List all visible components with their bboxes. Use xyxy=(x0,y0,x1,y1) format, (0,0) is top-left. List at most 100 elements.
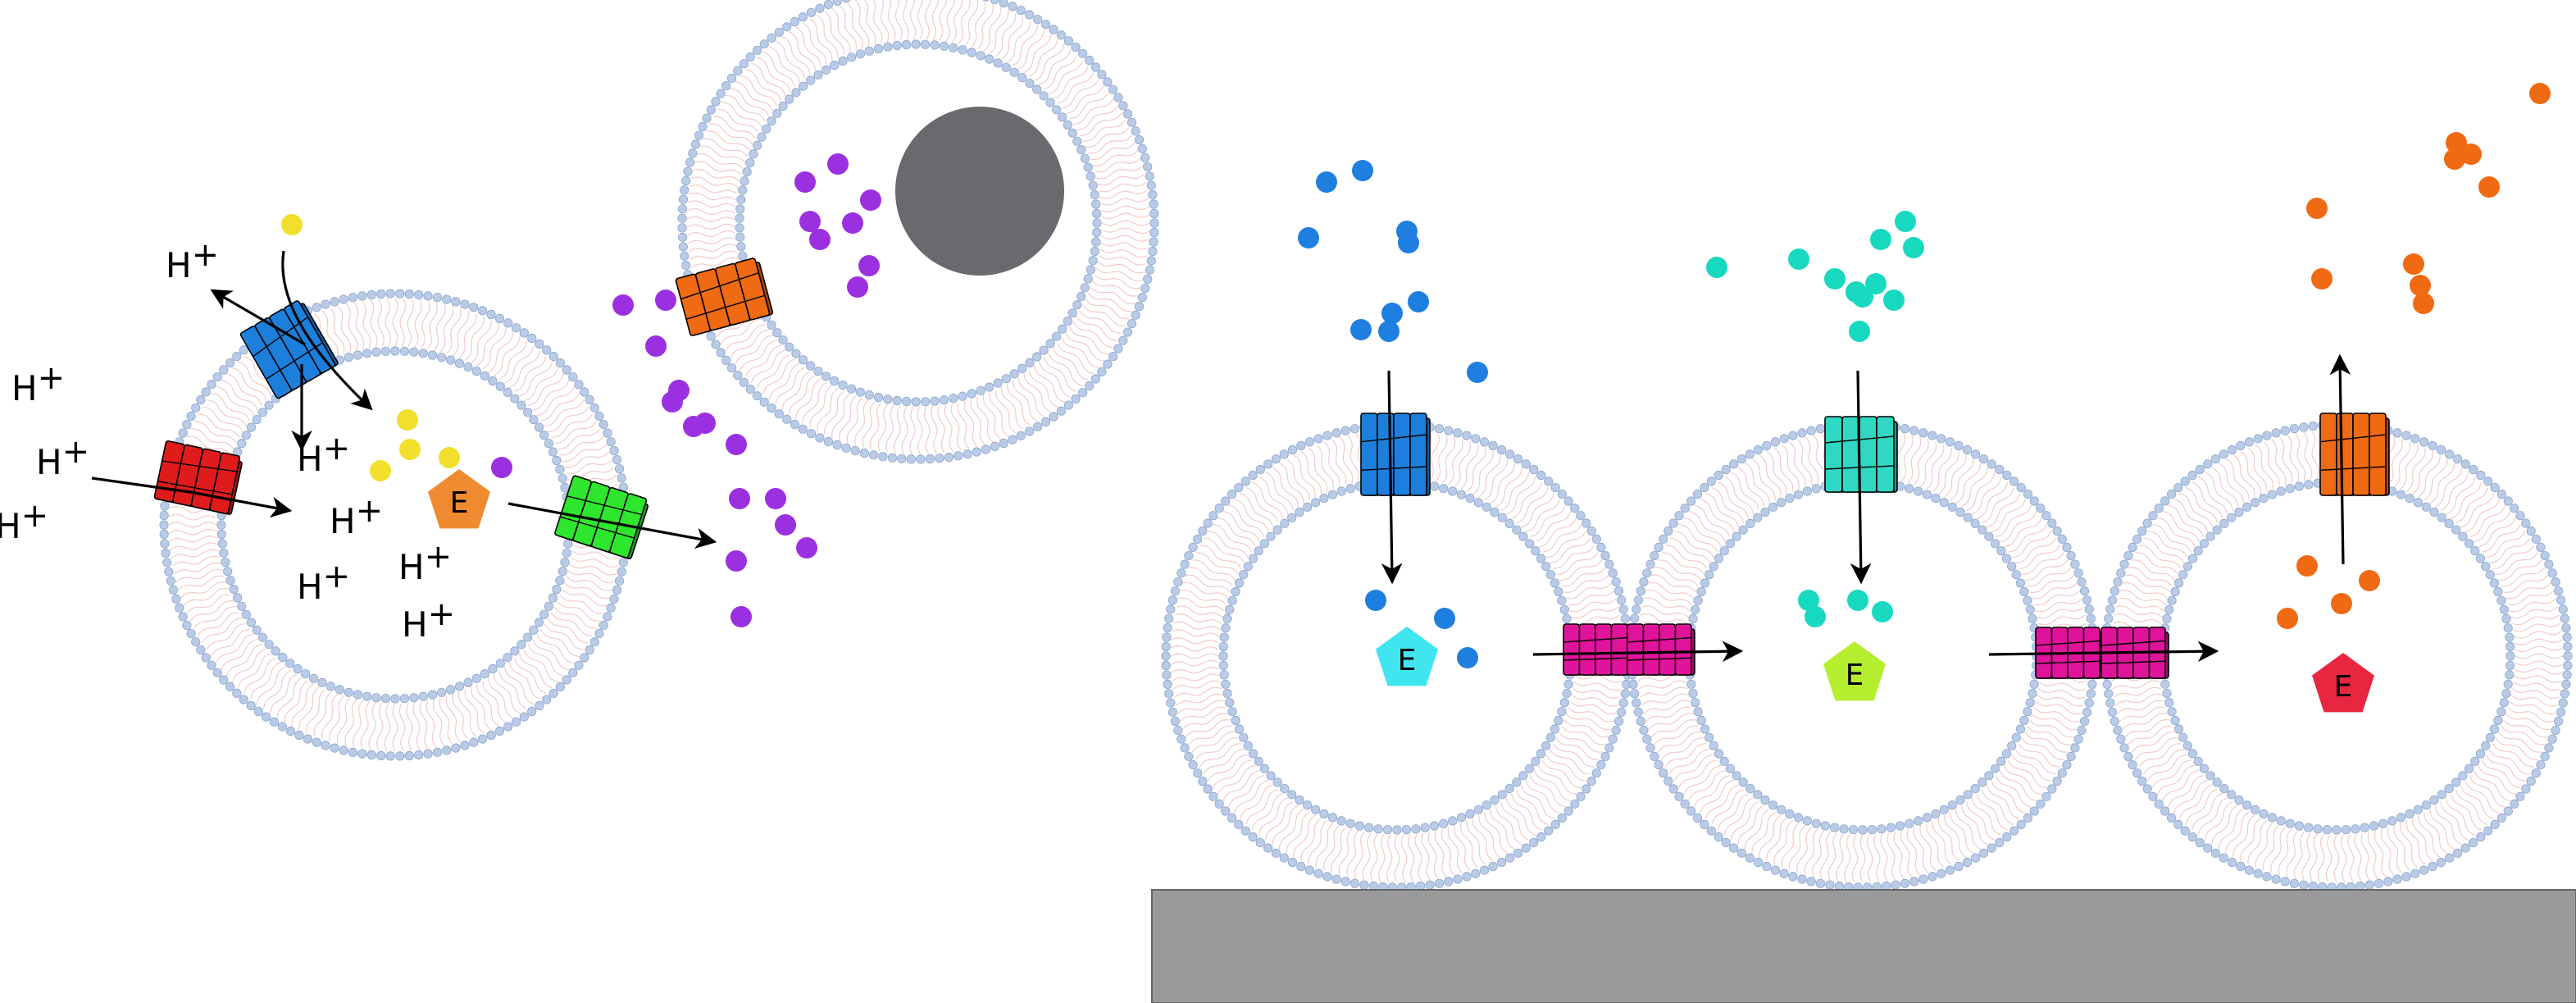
purple-molecule xyxy=(796,537,817,558)
vesicles xyxy=(159,0,2573,892)
yellow-molecule xyxy=(399,439,421,460)
substrate-base xyxy=(1151,889,2576,1003)
cyan-molecule xyxy=(1849,321,1870,342)
cyan-molecule xyxy=(1798,590,1819,611)
purple-molecule xyxy=(491,457,512,478)
orange-channel-bottom xyxy=(2319,413,2390,496)
cyan-molecule xyxy=(1872,601,1893,622)
purple-molecule xyxy=(775,514,796,536)
blue-molecule xyxy=(1352,160,1373,181)
arrow-blue-in xyxy=(1381,370,1403,585)
blue-molecule xyxy=(1378,321,1400,342)
proton-label: H+ xyxy=(11,359,65,408)
orange-molecule xyxy=(2277,608,2298,629)
enzyme-lime: E xyxy=(1823,641,1886,701)
arrow-transfer-1 xyxy=(1532,641,1744,663)
purple-molecule xyxy=(726,550,747,572)
purple-molecule xyxy=(858,255,880,276)
cyan-molecule xyxy=(1788,248,1809,270)
arrow-proton-in xyxy=(91,476,293,518)
purple-molecule xyxy=(655,290,676,311)
purple-molecule xyxy=(765,488,786,509)
purple-molecule xyxy=(730,606,752,627)
proton-label: H+ xyxy=(297,430,350,479)
arrow-green-out xyxy=(507,502,717,549)
arrow-proton-out xyxy=(210,289,306,346)
orange-molecule xyxy=(2296,555,2318,577)
proton-label: H+ xyxy=(0,497,48,546)
cyan-molecule xyxy=(1865,273,1886,294)
blue-molecule xyxy=(1316,171,1337,193)
yellow-molecule xyxy=(370,460,391,481)
cyan-molecule xyxy=(1805,606,1826,627)
orange-molecule xyxy=(2444,148,2465,170)
cyan-molecule xyxy=(1847,590,1868,611)
blue-channel-bottom xyxy=(1360,413,1431,496)
proton-label: H+ xyxy=(36,433,89,482)
cyan-molecule xyxy=(1883,290,1905,311)
arrow-cyan-in xyxy=(1850,370,1872,585)
blue-molecule xyxy=(1434,608,1455,629)
purple-molecule xyxy=(662,391,683,413)
purple-molecule xyxy=(860,189,881,211)
proton-label: H+ xyxy=(297,558,350,607)
proton-label: H+ xyxy=(330,492,383,541)
purple-molecule xyxy=(794,171,816,193)
blue-molecule xyxy=(1408,291,1429,312)
teal-channel xyxy=(1824,416,1898,493)
internal-cell xyxy=(895,107,1064,276)
enzyme-cyan: E xyxy=(1376,627,1438,686)
enzyme-red: E xyxy=(2312,653,2374,713)
orange-molecule xyxy=(2478,176,2500,198)
proton-label: H+ xyxy=(402,595,455,645)
blue-molecule xyxy=(1398,232,1419,253)
blue-molecule xyxy=(1467,362,1488,383)
purple-molecule xyxy=(726,434,747,455)
orange-molecule xyxy=(2529,83,2551,104)
proton-label: H+ xyxy=(398,538,452,587)
orange-molecule xyxy=(2410,275,2431,296)
purple-molecule xyxy=(729,488,750,509)
blue-molecule xyxy=(1457,647,1478,668)
cyan-molecule xyxy=(1824,268,1846,290)
arrow-transfer-2 xyxy=(1988,641,2219,663)
purple-molecule xyxy=(809,229,831,250)
orange-molecule xyxy=(2413,293,2434,314)
orange-molecule xyxy=(2359,570,2380,591)
magenta-channel-d xyxy=(2100,627,2169,679)
cyan-molecule xyxy=(1870,229,1891,250)
channels xyxy=(153,258,2390,679)
cyan-molecule xyxy=(1852,286,1873,308)
yellow-molecule xyxy=(439,447,460,468)
enzyme-label: E xyxy=(1846,659,1864,692)
magenta-channel-b xyxy=(1627,623,1695,676)
proton-labels: H+ H+ H+ H+ H+ H+ H+ H+ H+ xyxy=(0,236,455,645)
purple-molecule xyxy=(612,294,634,316)
blue-molecule xyxy=(1381,303,1403,324)
purple-molecule xyxy=(827,153,849,175)
blue-molecule xyxy=(1365,590,1386,611)
magenta-channel-a xyxy=(1563,623,1632,676)
blue-channel xyxy=(239,300,339,399)
purple-molecule xyxy=(842,212,863,234)
enzyme-label: E xyxy=(2334,670,2353,704)
arrow-yellow-in xyxy=(281,250,373,411)
orange-molecule xyxy=(2460,144,2482,165)
purple-molecule xyxy=(799,211,821,232)
orange-molecule xyxy=(2446,132,2467,153)
purple-molecule xyxy=(847,276,868,298)
orange-molecule xyxy=(2306,198,2328,219)
yellow-molecule xyxy=(397,409,418,431)
enzyme-label: E xyxy=(1398,644,1417,677)
enzyme-orange: E xyxy=(428,469,490,529)
orange-molecule xyxy=(2311,268,2333,290)
proton-label: H+ xyxy=(166,236,219,285)
yellow-molecule xyxy=(281,214,303,235)
orange-channel-upper xyxy=(675,258,774,336)
arrows xyxy=(91,250,2351,663)
arrow-orange-out xyxy=(2329,353,2351,565)
vesicle-top xyxy=(677,0,1159,464)
orange-molecule xyxy=(2403,253,2424,275)
cyan-molecule xyxy=(1895,211,1916,232)
